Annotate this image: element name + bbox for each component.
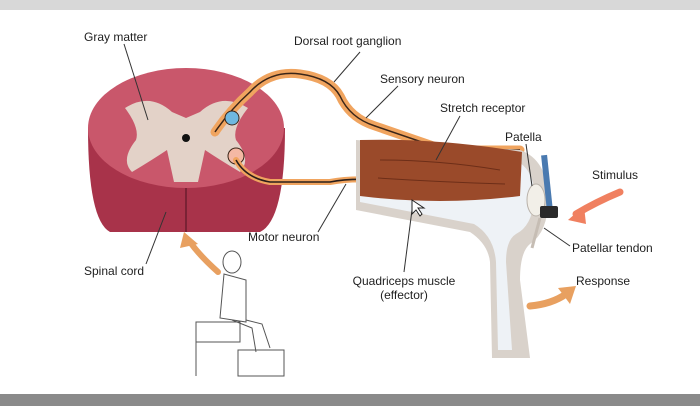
- person-leg-2: [231, 319, 257, 353]
- label-quadriceps-line1: Quadriceps muscle: [352, 274, 456, 288]
- bench-top: [195, 321, 241, 343]
- top-border: [0, 0, 700, 10]
- muscle-fibers: [377, 159, 506, 185]
- hammer-head: [540, 206, 558, 218]
- quadriceps-muscle: [360, 139, 522, 201]
- response-arrow: [526, 290, 570, 310]
- response-arrowhead: [558, 286, 576, 304]
- leader-ganglion: [333, 51, 361, 83]
- sensory-path-arrow: [187, 239, 221, 275]
- label-spinal-cord: Spinal cord: [84, 264, 145, 278]
- person-leg: [245, 319, 271, 349]
- leader-sensory-neuron: [365, 85, 399, 119]
- label-response: Response: [576, 274, 631, 288]
- reflex-hammer: [540, 154, 558, 218]
- person-head: [222, 250, 242, 274]
- stimulus-arrowhead: [568, 206, 586, 224]
- bone: [360, 150, 535, 350]
- label-motor-neuron: Motor neuron: [248, 230, 320, 244]
- leader-gray-matter: [123, 43, 149, 121]
- label-dorsal-root-ganglion: Dorsal root ganglion: [294, 34, 402, 48]
- ganglion-cell: [224, 110, 240, 126]
- leader-motor-neuron: [317, 183, 347, 233]
- patellar-tendon-band: [530, 217, 542, 249]
- leader-quadriceps: [403, 209, 413, 273]
- leader-stretch-receptor: [435, 115, 461, 161]
- leader-spinal-cord: [145, 211, 167, 265]
- hammer-handle: [541, 154, 553, 212]
- leader-patellar-tendon: [543, 227, 571, 247]
- label-gray-matter: Gray matter: [84, 30, 148, 44]
- label-stretch-receptor: Stretch receptor: [440, 101, 526, 115]
- label-quadriceps-line2: (effector): [380, 288, 428, 302]
- leader-lines: [123, 43, 571, 273]
- label-stimulus: Stimulus: [592, 168, 639, 182]
- sensory-path-arrowhead: [180, 232, 198, 248]
- leader-patella: [525, 143, 533, 187]
- bottom-border: [0, 394, 700, 406]
- central-canal: [182, 134, 190, 142]
- label-patellar-tendon: Patellar tendon: [572, 241, 653, 255]
- sensory-axon: [214, 72, 520, 151]
- leg: [356, 139, 548, 358]
- person-torso: [219, 273, 247, 323]
- label-sensory-neuron: Sensory neuron: [380, 72, 465, 86]
- seated-person-illustration: [195, 250, 285, 377]
- label-patella: Patella: [505, 130, 542, 144]
- label-quadriceps: Quadriceps muscle (effector): [344, 274, 464, 302]
- mouse-cursor-icon: [411, 199, 426, 217]
- step-block: [237, 349, 285, 377]
